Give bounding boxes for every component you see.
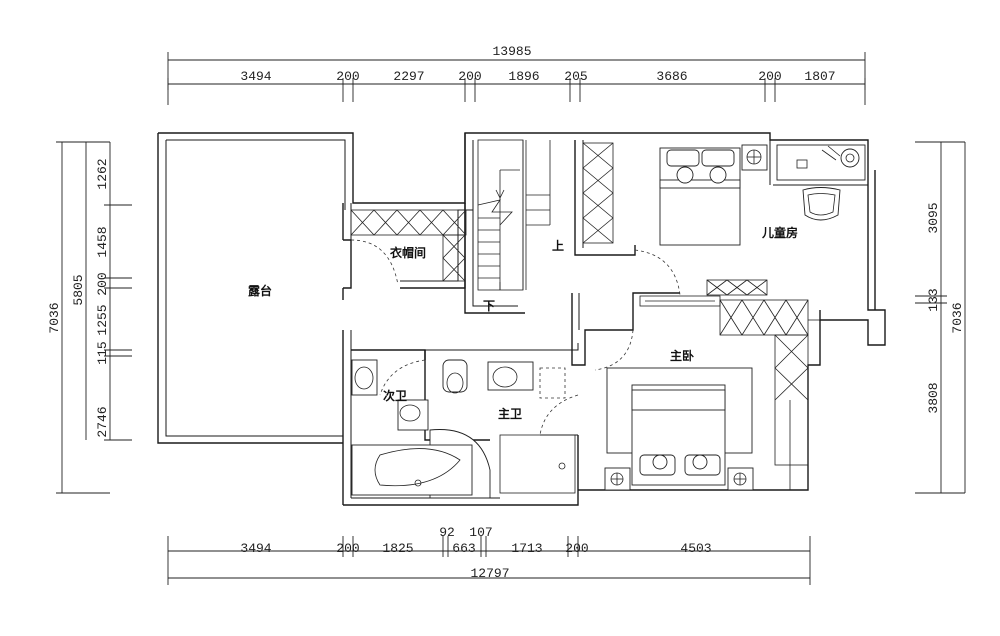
right-dim-1: 3095 bbox=[926, 202, 941, 233]
top-dim-8: 200 bbox=[758, 69, 781, 84]
top-dim-3: 2297 bbox=[393, 69, 424, 84]
kids-room-furniture bbox=[582, 142, 866, 296]
bottom-dim-3: 1825 bbox=[382, 541, 413, 556]
left-dim-2: 1458 bbox=[95, 226, 110, 257]
top-dim-5: 1896 bbox=[508, 69, 539, 84]
master-bedroom-label: 主卧 bbox=[670, 348, 694, 363]
left-sub-dim: 5805 bbox=[71, 274, 86, 305]
bottom-dimension-chain: 3494 200 1825 663 1713 200 4503 92 107 1… bbox=[167, 525, 811, 585]
stair-up-label: 上 bbox=[552, 238, 564, 253]
kids-room-label: 儿童房 bbox=[761, 225, 798, 240]
left-dim-3: 200 bbox=[95, 272, 110, 295]
master-bedroom-furniture bbox=[594, 279, 820, 491]
left-dim-1: 1262 bbox=[95, 158, 110, 189]
second-bath-label: 次卫 bbox=[383, 388, 407, 403]
bottom-dim-7: 4503 bbox=[680, 541, 711, 556]
bottom-dim-4: 663 bbox=[452, 541, 475, 556]
left-dimension-chain: 7036 5805 1262 1458 200 1255 115 2746 bbox=[47, 141, 132, 494]
top-dim-7: 3686 bbox=[656, 69, 687, 84]
top-dim-1: 3494 bbox=[240, 69, 271, 84]
left-dim-6: 2746 bbox=[95, 406, 110, 437]
closet-label: 衣帽间 bbox=[390, 245, 426, 260]
right-dim-3: 3808 bbox=[926, 382, 941, 413]
bottom-total-dim: 12797 bbox=[470, 566, 509, 581]
left-dim-5: 115 bbox=[95, 341, 110, 364]
master-bath-label: 主卫 bbox=[498, 406, 522, 421]
right-dimension-chain: 3095 133 3808 7036 bbox=[915, 141, 966, 494]
top-dim-9: 1807 bbox=[804, 69, 835, 84]
stair-down-label: 下 bbox=[483, 299, 495, 313]
terrace-label: 露台 bbox=[248, 283, 272, 298]
bottom-dim-5: 1713 bbox=[511, 541, 542, 556]
bottom-dim-1: 3494 bbox=[240, 541, 271, 556]
top-dimension-chain: 13985 3494 200 2297 200 1896 205 3686 20… bbox=[167, 44, 866, 105]
left-total-dim: 7036 bbox=[47, 302, 62, 333]
bottom-dim-small-1: 92 bbox=[439, 525, 455, 540]
left-dim-4: 1255 bbox=[95, 304, 110, 335]
closet-cabinets bbox=[350, 209, 467, 286]
bottom-dim-small-2: 107 bbox=[469, 525, 492, 540]
bottom-dim-6: 200 bbox=[565, 541, 588, 556]
second-bath-fixtures bbox=[351, 359, 473, 496]
top-dim-6: 205 bbox=[564, 69, 587, 84]
top-dim-2: 200 bbox=[336, 69, 359, 84]
bottom-dim-2: 200 bbox=[336, 541, 359, 556]
staircase bbox=[477, 139, 551, 291]
top-total-dim: 13985 bbox=[492, 44, 531, 59]
right-total-dim: 7036 bbox=[950, 302, 965, 333]
top-dim-4: 200 bbox=[458, 69, 481, 84]
right-dim-2: 133 bbox=[926, 288, 941, 311]
